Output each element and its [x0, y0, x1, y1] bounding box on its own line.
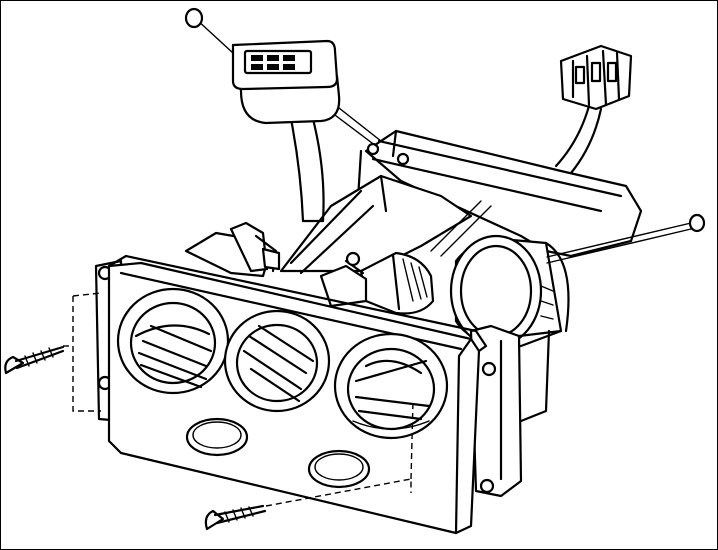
fan-motor — [184, 221, 281, 278]
fan-speed-knob — [223, 309, 331, 413]
push-buttons — [185, 417, 371, 489]
fan-switch-body — [319, 251, 435, 315]
blower-drum — [449, 234, 570, 348]
connector-plug-left — [231, 39, 341, 125]
mounting-screws — [4, 292, 414, 531]
control-cables — [184, 7, 706, 264]
rear-chassis — [354, 129, 643, 258]
mode-knob — [333, 332, 449, 440]
temperature-knob — [116, 287, 230, 395]
connector-plug-right — [559, 44, 633, 111]
mounting-bracket — [469, 324, 563, 498]
